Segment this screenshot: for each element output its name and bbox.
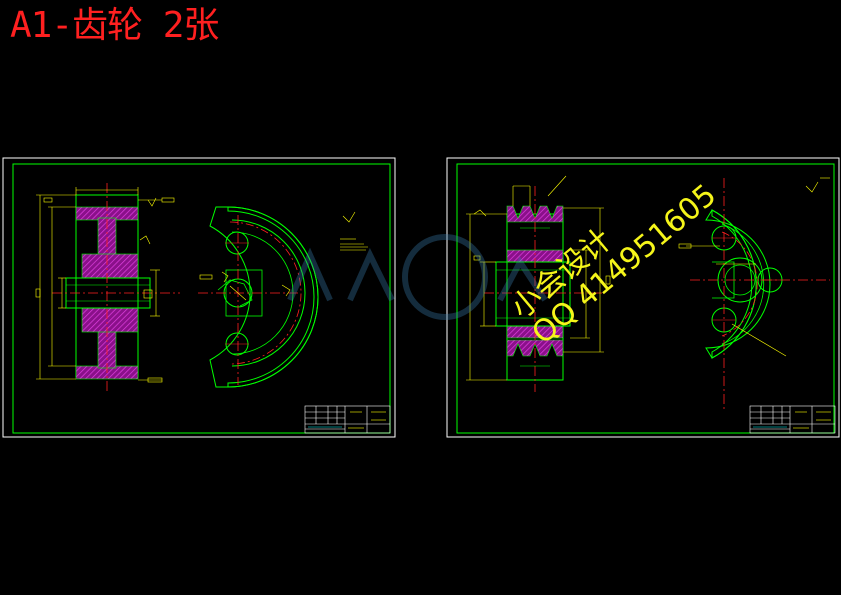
sheet-1-dimensions: [35, 187, 175, 383]
pulley-section-view: [484, 186, 604, 392]
sheet-2-dimensions: [466, 175, 611, 381]
sheet-2-border: [456, 163, 835, 434]
sheet-2-frame: [446, 157, 840, 438]
sheet-1-notes: [340, 211, 368, 251]
page-title: A1-齿轮 2张: [10, 5, 219, 46]
sheet-1-frame: [2, 157, 396, 438]
drawing-sheet-2: [446, 157, 840, 438]
sheet-1-title-block: [304, 405, 391, 434]
sheet-2-notes: [805, 177, 830, 193]
gear-front-view: [198, 206, 319, 388]
logo-watermark: [287, 234, 548, 320]
sheet-2-title-block: [749, 405, 836, 434]
gear-section-view: [52, 183, 180, 393]
sheet-1-border: [12, 163, 391, 434]
drawing-sheet-1: [2, 157, 396, 438]
pulley-front-view: [678, 178, 830, 410]
